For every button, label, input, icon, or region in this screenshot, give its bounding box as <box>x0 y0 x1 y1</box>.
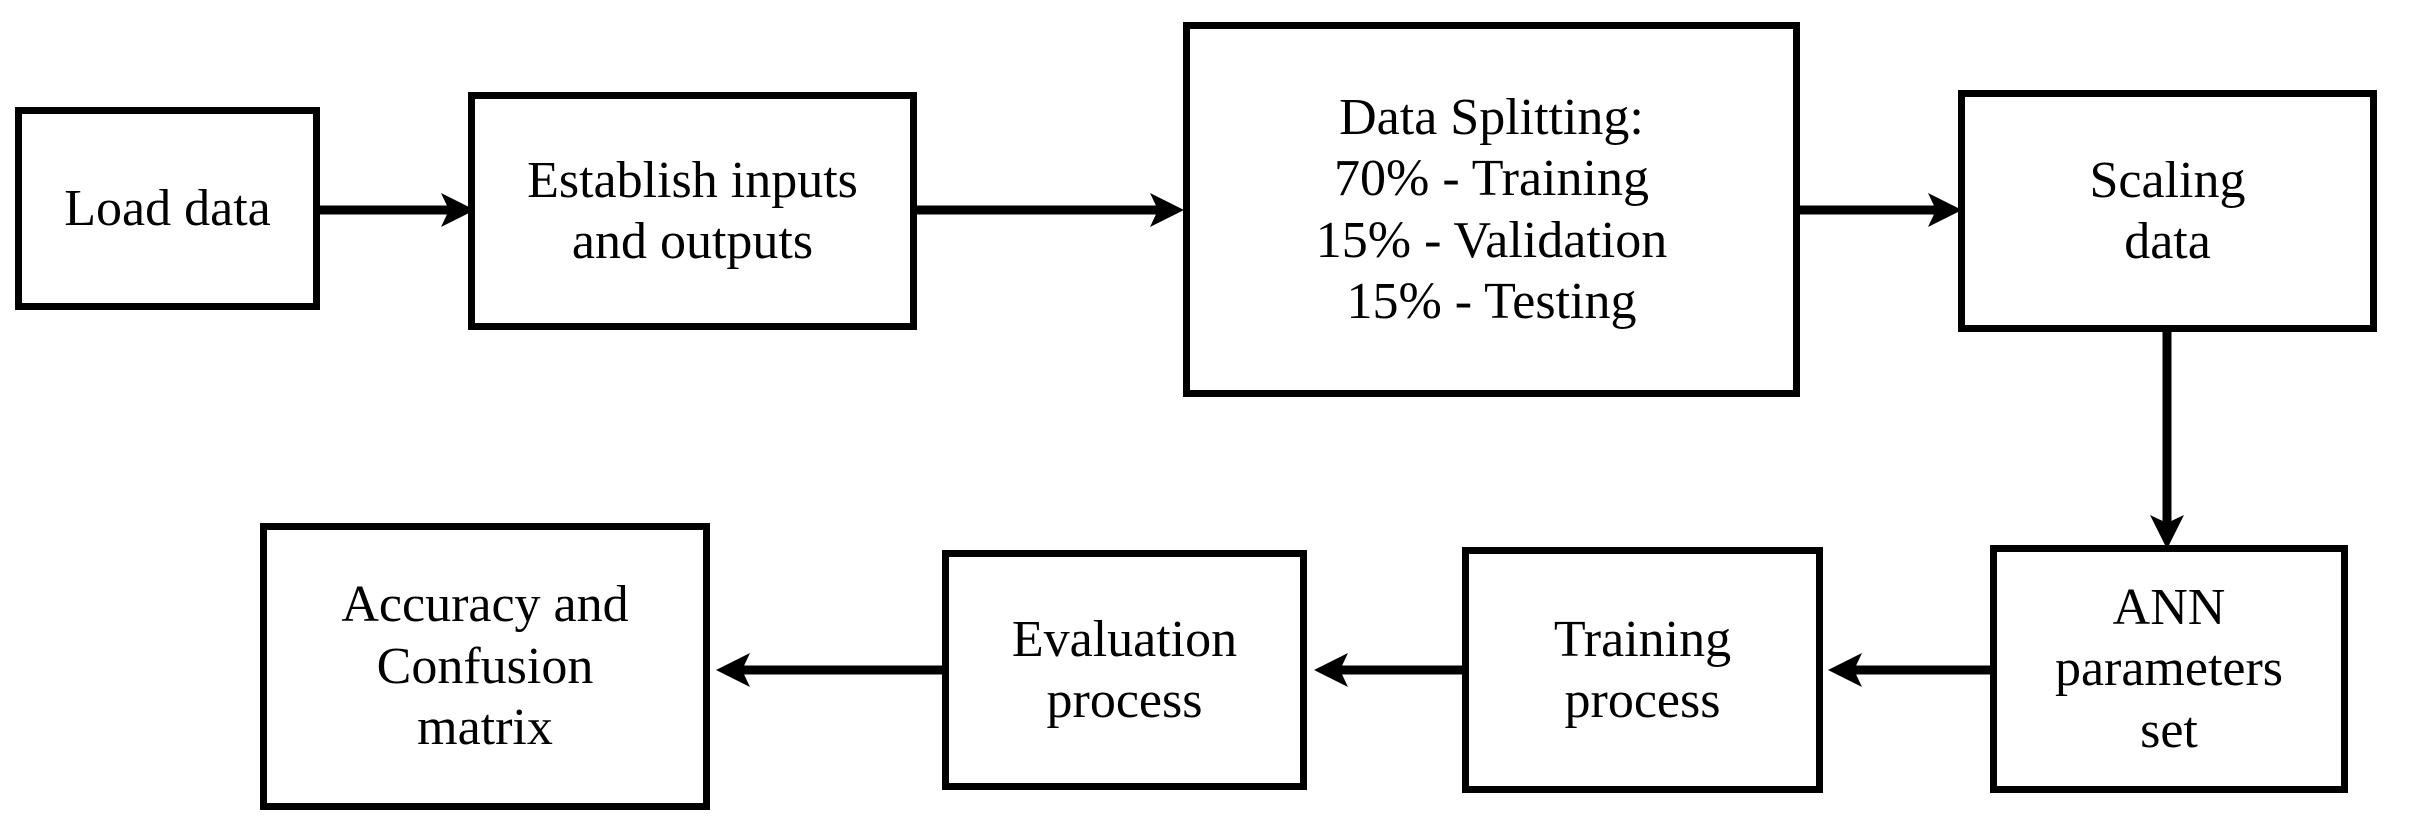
node-data-splitting[interactable]: Data Splitting: 70% - Training 15% - Val… <box>1183 22 1800 397</box>
node-training-process-label: Training process <box>1553 610 1732 729</box>
node-scaling-data[interactable]: Scaling data <box>1958 90 2377 332</box>
node-evaluation-process[interactable]: Evaluation process <box>942 550 1307 790</box>
edge-establish-to-data-splitting-arrow <box>912 193 1184 227</box>
node-load-data[interactable]: Load data <box>15 107 320 310</box>
node-evaluation-process-label: Evaluation process <box>1011 610 1238 729</box>
node-ann-parameters-set-label: ANN parameters set <box>2054 578 2284 759</box>
node-accuracy-confusion-matrix[interactable]: Accuracy and Confusion matrix <box>260 523 710 810</box>
node-data-splitting-label: Data Splitting: 70% - Training 15% - Val… <box>1315 88 1668 330</box>
node-scaling-data-label: Scaling data <box>2089 151 2246 270</box>
node-establish-inputs-outputs-label: Establish inputs and outputs <box>527 151 858 270</box>
edge-ann-parameters-to-training-arrow <box>1828 653 2002 687</box>
node-ann-parameters-set[interactable]: ANN parameters set <box>1990 545 2348 793</box>
edge-load-data-to-establish-arrow <box>315 193 475 227</box>
edge-evaluation-to-accuracy-arrow <box>716 653 955 687</box>
node-establish-inputs-outputs[interactable]: Establish inputs and outputs <box>468 92 917 330</box>
node-accuracy-confusion-matrix-label: Accuracy and Confusion matrix <box>341 576 629 757</box>
edge-training-to-evaluation-arrow <box>1314 653 1474 687</box>
node-training-process[interactable]: Training process <box>1462 547 1823 793</box>
node-load-data-label: Load data <box>64 179 271 237</box>
edge-data-splitting-to-scaling-arrow <box>1795 193 1962 227</box>
edge-scaling-to-ann-parameters-arrow <box>2150 327 2184 549</box>
